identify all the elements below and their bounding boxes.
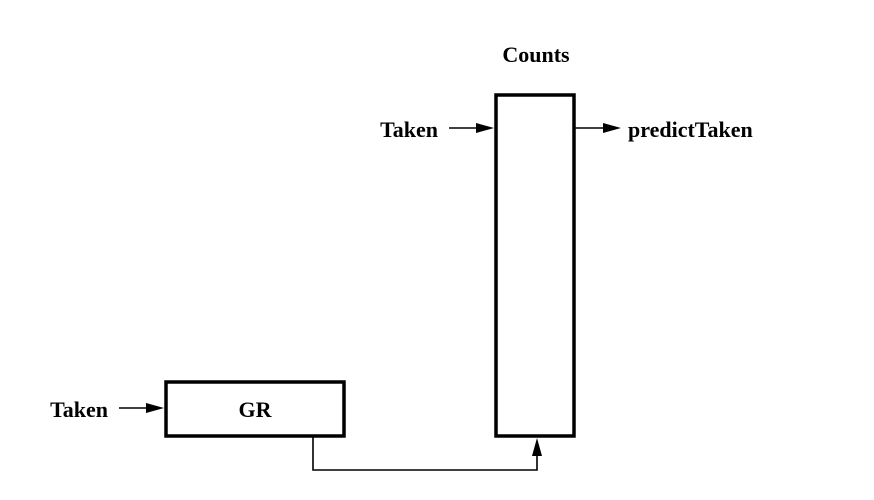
predict-arrowhead <box>603 123 621 133</box>
gr-taken-label: Taken <box>50 397 108 422</box>
gr-register-label: GR <box>239 397 273 422</box>
gr-taken-arrowhead <box>146 403 164 413</box>
counts-taken-label: Taken <box>380 117 438 142</box>
gr-to-counts-arrowhead <box>532 438 542 456</box>
predict-taken-label: predictTaken <box>628 117 753 142</box>
gr-to-counts-connector <box>312 437 538 471</box>
counts-table <box>494 93 576 438</box>
gr-register-box <box>164 380 346 438</box>
counts-title: Counts <box>502 42 570 67</box>
counts-taken-arrowhead <box>476 123 494 133</box>
